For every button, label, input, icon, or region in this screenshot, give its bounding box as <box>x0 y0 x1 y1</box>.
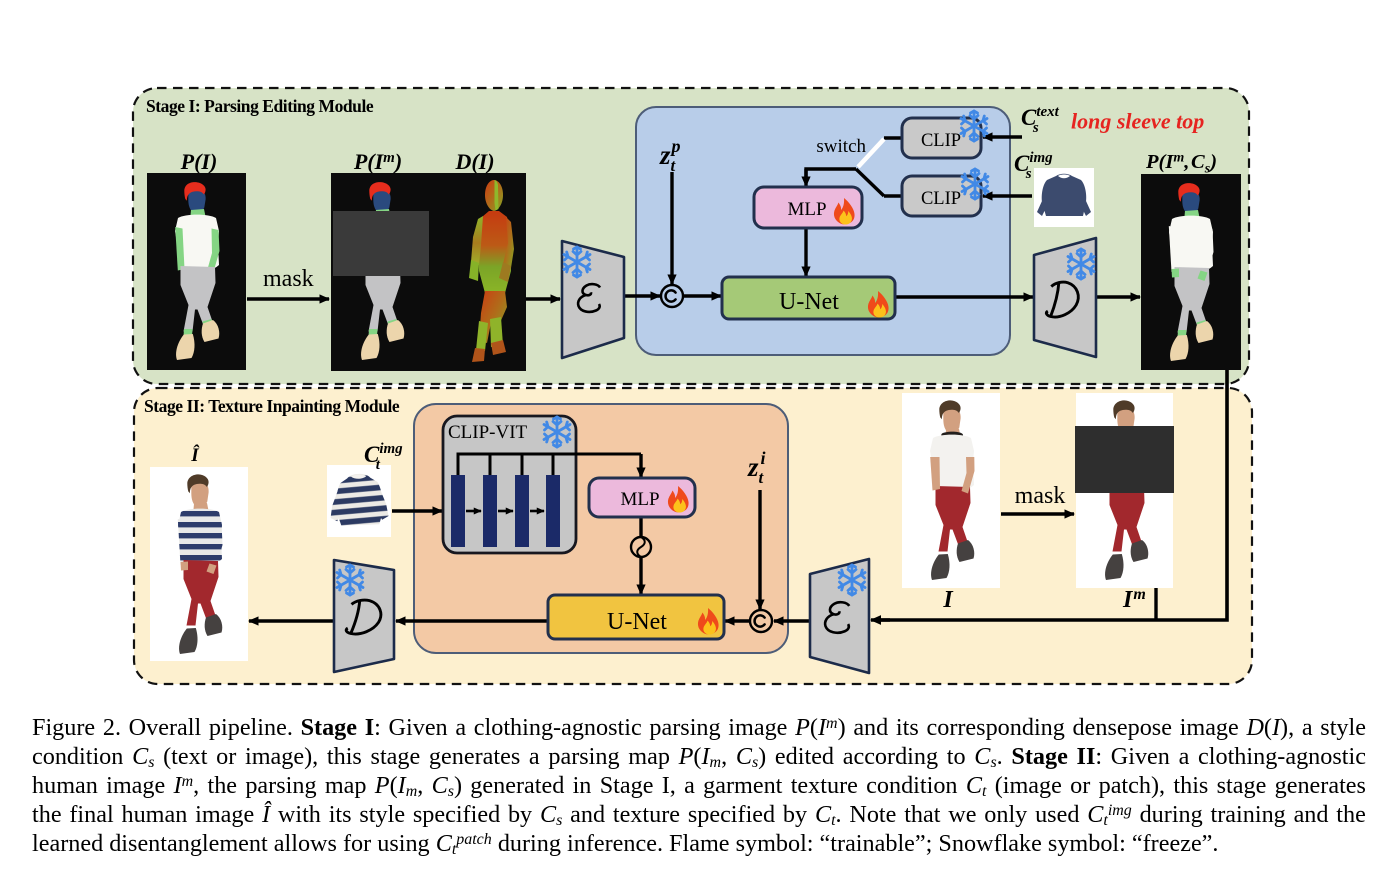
svg-text:CLIP: CLIP <box>921 131 961 151</box>
svg-text:Stage I: Parsing Editing Modul: Stage I: Parsing Editing Module <box>146 96 374 116</box>
svg-text:U-Net: U-Net <box>607 609 667 635</box>
svg-text:Î: Î <box>190 444 200 466</box>
svg-text:MLP: MLP <box>620 489 659 510</box>
svg-text:long sleeve top: long sleeve top <box>1071 109 1204 134</box>
svg-text:MLP: MLP <box>787 199 826 220</box>
svg-text:P(Im): P(Im) <box>353 149 402 174</box>
svg-text:I: I <box>942 587 954 613</box>
svg-text:Stage II: Texture Inpainting M: Stage II: Texture Inpainting Module <box>144 396 400 416</box>
svg-text:mask: mask <box>263 266 314 292</box>
svg-text:P(I): P(I) <box>180 149 218 174</box>
svg-text:zpt: zpt <box>659 136 681 175</box>
svg-text:CLIP: CLIP <box>921 189 961 209</box>
svg-text:mask: mask <box>1015 483 1066 509</box>
svg-text:CLIP-VIT: CLIP-VIT <box>448 422 528 443</box>
svg-text:zit: zit <box>747 448 766 487</box>
svg-text:switch: switch <box>816 136 866 157</box>
svg-text:D(I): D(I) <box>454 149 494 174</box>
svg-text:U-Net: U-Net <box>779 289 839 315</box>
